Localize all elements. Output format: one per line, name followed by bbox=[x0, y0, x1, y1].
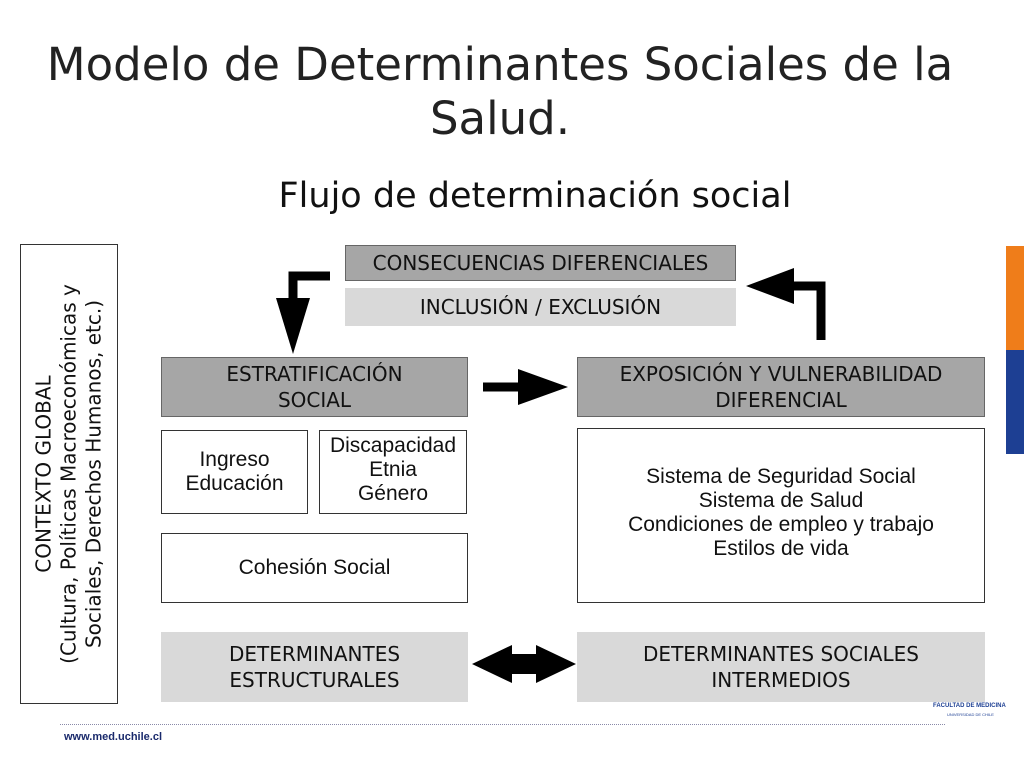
ethnicity-line: Etnia bbox=[369, 458, 417, 481]
structural-line2: ESTRUCTURALES bbox=[229, 668, 400, 692]
stratification-box: ESTRATIFICACIÓN SOCIAL bbox=[161, 357, 468, 417]
footer-divider bbox=[60, 724, 945, 725]
social-cohesion-label: Cohesión Social bbox=[238, 556, 391, 579]
health-system-line: Sistema de Salud bbox=[698, 489, 864, 512]
income-education-box: Ingreso Educación bbox=[161, 430, 308, 514]
faculty-logo-name: FACULTAD DE MEDICINA bbox=[933, 703, 1006, 709]
arrow-exposure-to-consequences bbox=[746, 268, 826, 340]
exposure-line2: DIFERENCIAL bbox=[715, 388, 847, 412]
intermediate-line1: DETERMINANTES SOCIALES bbox=[643, 642, 919, 666]
stratification-line2: SOCIAL bbox=[277, 388, 352, 412]
arrow-bidirectional-structural-intermediate bbox=[472, 645, 576, 683]
slide-subtitle: Flujo de determinación social bbox=[278, 176, 792, 216]
consequences-label: CONSECUENCIAS DIFERENCIALES bbox=[372, 251, 709, 275]
faculty-logo-sub: UNIVERSIDAD DE CHILE bbox=[947, 712, 994, 717]
slide-title: Modelo de Determinantes Sociales de la S… bbox=[0, 38, 1000, 146]
social-security-line: Sistema de Seguridad Social bbox=[646, 465, 916, 488]
stratification-line1: ESTRATIFICACIÓN bbox=[226, 362, 403, 386]
structural-determinants-box: DETERMINANTES ESTRUCTURALES bbox=[161, 632, 468, 702]
inclusion-label: INCLUSIÓN / EXCLUSIÓN bbox=[419, 295, 662, 319]
education-line: Educación bbox=[185, 472, 284, 495]
arrow-consequences-to-stratification bbox=[276, 271, 330, 354]
consequences-box: CONSECUENCIAS DIFERENCIALES bbox=[345, 245, 736, 281]
footer-url[interactable]: www.med.uchile.cl bbox=[64, 731, 163, 743]
accent-bar-orange bbox=[1006, 246, 1024, 350]
lifestyles-line: Estilos de vida bbox=[713, 537, 849, 560]
global-context-box: CONTEXTO GLOBAL (Cultura, Políticas Macr… bbox=[20, 244, 118, 704]
disability-ethnicity-gender-box: Discapacidad Etnia Género bbox=[319, 430, 467, 514]
disability-line: Discapacidad bbox=[329, 434, 457, 457]
structural-line1: DETERMINANTES bbox=[228, 642, 401, 666]
intermediate-determinants-box: DETERMINANTES SOCIALES INTERMEDIOS bbox=[577, 632, 985, 702]
accent-bar-blue bbox=[1006, 350, 1024, 454]
exposure-line1: EXPOSICIÓN Y VULNERABILIDAD bbox=[619, 362, 943, 386]
inclusion-box: INCLUSIÓN / EXCLUSIÓN bbox=[345, 288, 736, 326]
income-line: Ingreso bbox=[199, 448, 270, 471]
systems-box: Sistema de Seguridad Social Sistema de S… bbox=[577, 428, 985, 603]
intermediate-line2: INTERMEDIOS bbox=[711, 668, 851, 692]
arrow-stratification-to-exposure bbox=[483, 369, 568, 405]
exposure-box: EXPOSICIÓN Y VULNERABILIDAD DIFERENCIAL bbox=[577, 357, 985, 417]
employment-line: Condiciones de empleo y trabajo bbox=[628, 513, 934, 536]
title-text: Modelo de Determinantes Sociales de la S… bbox=[46, 38, 954, 145]
gender-line: Género bbox=[357, 482, 429, 505]
social-cohesion-box: Cohesión Social bbox=[161, 533, 468, 603]
